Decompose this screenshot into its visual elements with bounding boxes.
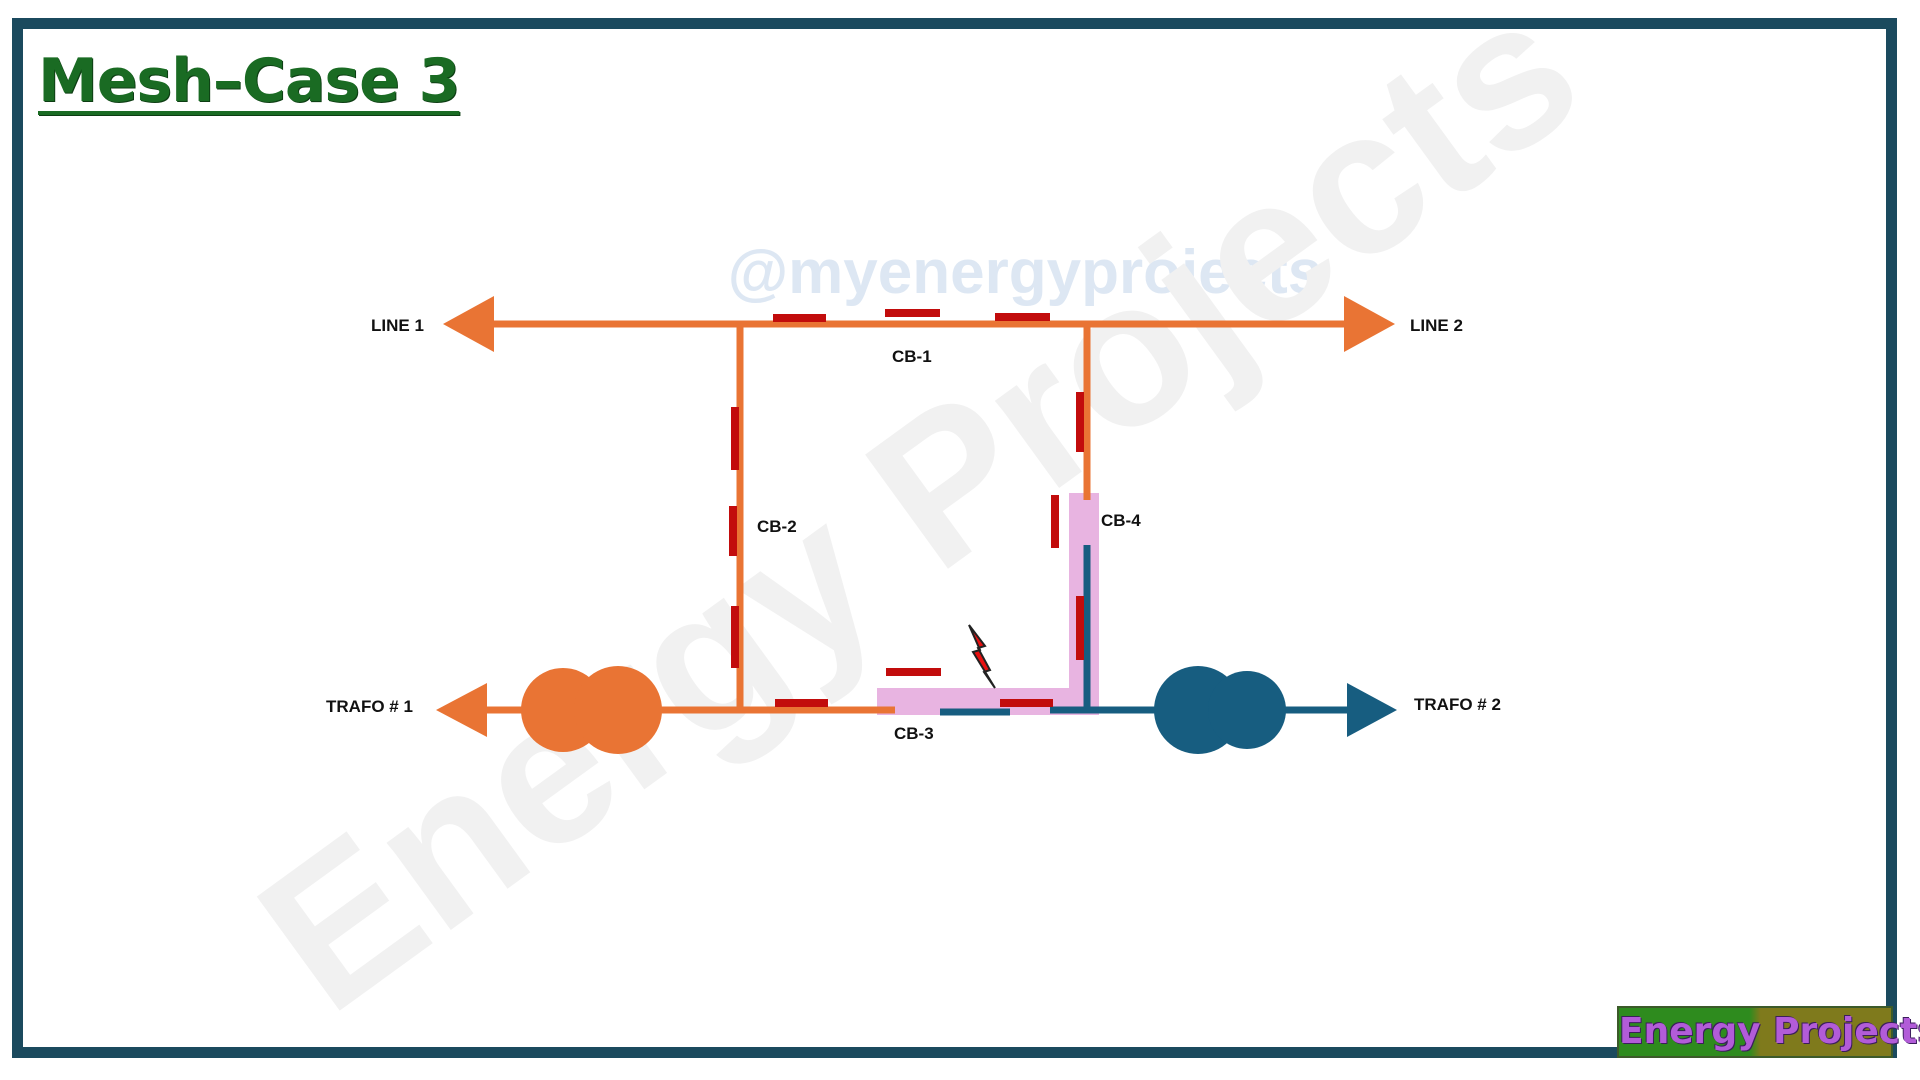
line1-label: LINE 1 [371, 316, 424, 335]
trafo2-label: TRAFO # 2 [1414, 695, 1501, 714]
watermark-handle: @myenergyprojects [728, 238, 1323, 307]
trafo2-arrowhead [1347, 683, 1397, 737]
line2-label: LINE 2 [1410, 316, 1463, 335]
fault-lightning-icon [968, 624, 996, 689]
cb3-breaker [775, 668, 1053, 707]
cb2-label: CB-2 [757, 517, 797, 536]
trafo1-label: TRAFO # 1 [326, 697, 413, 716]
cb1-label: CB-1 [892, 347, 932, 366]
cb2-breaker [729, 407, 739, 668]
cb3-label: CB-3 [894, 724, 934, 743]
brand-logo: Energy Projects [1617, 1006, 1920, 1058]
page-title: Mesh–Case 3 [38, 46, 460, 116]
trafo2-symbol [1154, 666, 1286, 754]
watermark-text: Energy Projects [220, 0, 1617, 1054]
cb4-label: CB-4 [1101, 511, 1141, 530]
diagram-frame [12, 18, 1897, 1058]
line2-arrowhead [1344, 296, 1395, 352]
trafo1-symbol [521, 666, 662, 754]
cb1-breaker [773, 309, 1050, 322]
cb4-breaker [1051, 392, 1084, 660]
trafo1-arrowhead [436, 683, 487, 737]
line1-arrowhead [443, 296, 494, 352]
